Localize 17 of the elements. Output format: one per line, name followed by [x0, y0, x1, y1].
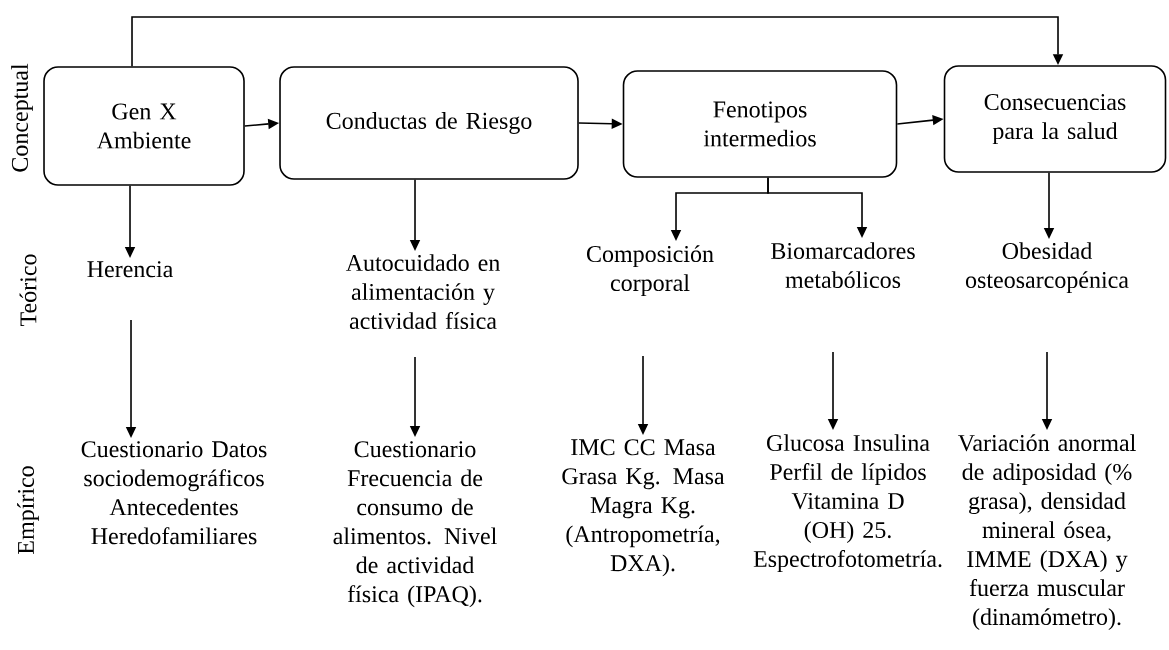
theory-text: Autocuidado en alimentación y actividad física: [345, 254, 500, 330]
row-label: Teórico: [19, 254, 37, 327]
measure-text: Variación anormal de adiposidad (% grasa), densidad mineral ósea, IMME (DXA) y fuerza muscular (dinamómetro).: [958, 434, 1136, 630]
theory-text: Composición corporal: [587, 245, 714, 296]
theory-text: Herencia: [87, 261, 173, 278]
process-box: Conductas de Riesgo: [279, 66, 579, 180]
measure-text: Cuestionario Datos sociodemográficos Antecedentes Heredofamiliares: [81, 441, 267, 545]
measure-text: Cuestionario Frecuencia de consumo de alimentos. Nivel de actividad física (IPAQ).: [333, 441, 497, 608]
measure-text: IMC CC Masa Grasa Kg. Masa Magra Kg. (Antropometría, DXA).: [562, 439, 725, 577]
arrow: [131, 16, 1064, 67]
process-box: Fenotipos intermedios: [622, 70, 898, 178]
theory-text: Obesidad osteosarcopénica: [965, 242, 1129, 293]
process-box: Gen X Ambiente: [43, 66, 245, 186]
measure-text: Glucosa Insulina Perfil de lípidos Vitamina D (OH) 25. Espectrofotometría.: [753, 434, 942, 572]
row-label: Empírico: [17, 466, 39, 554]
theory-text: Biomarcadores metabólicos: [771, 242, 915, 289]
process-box: Consecuencias para la salud: [943, 65, 1167, 173]
